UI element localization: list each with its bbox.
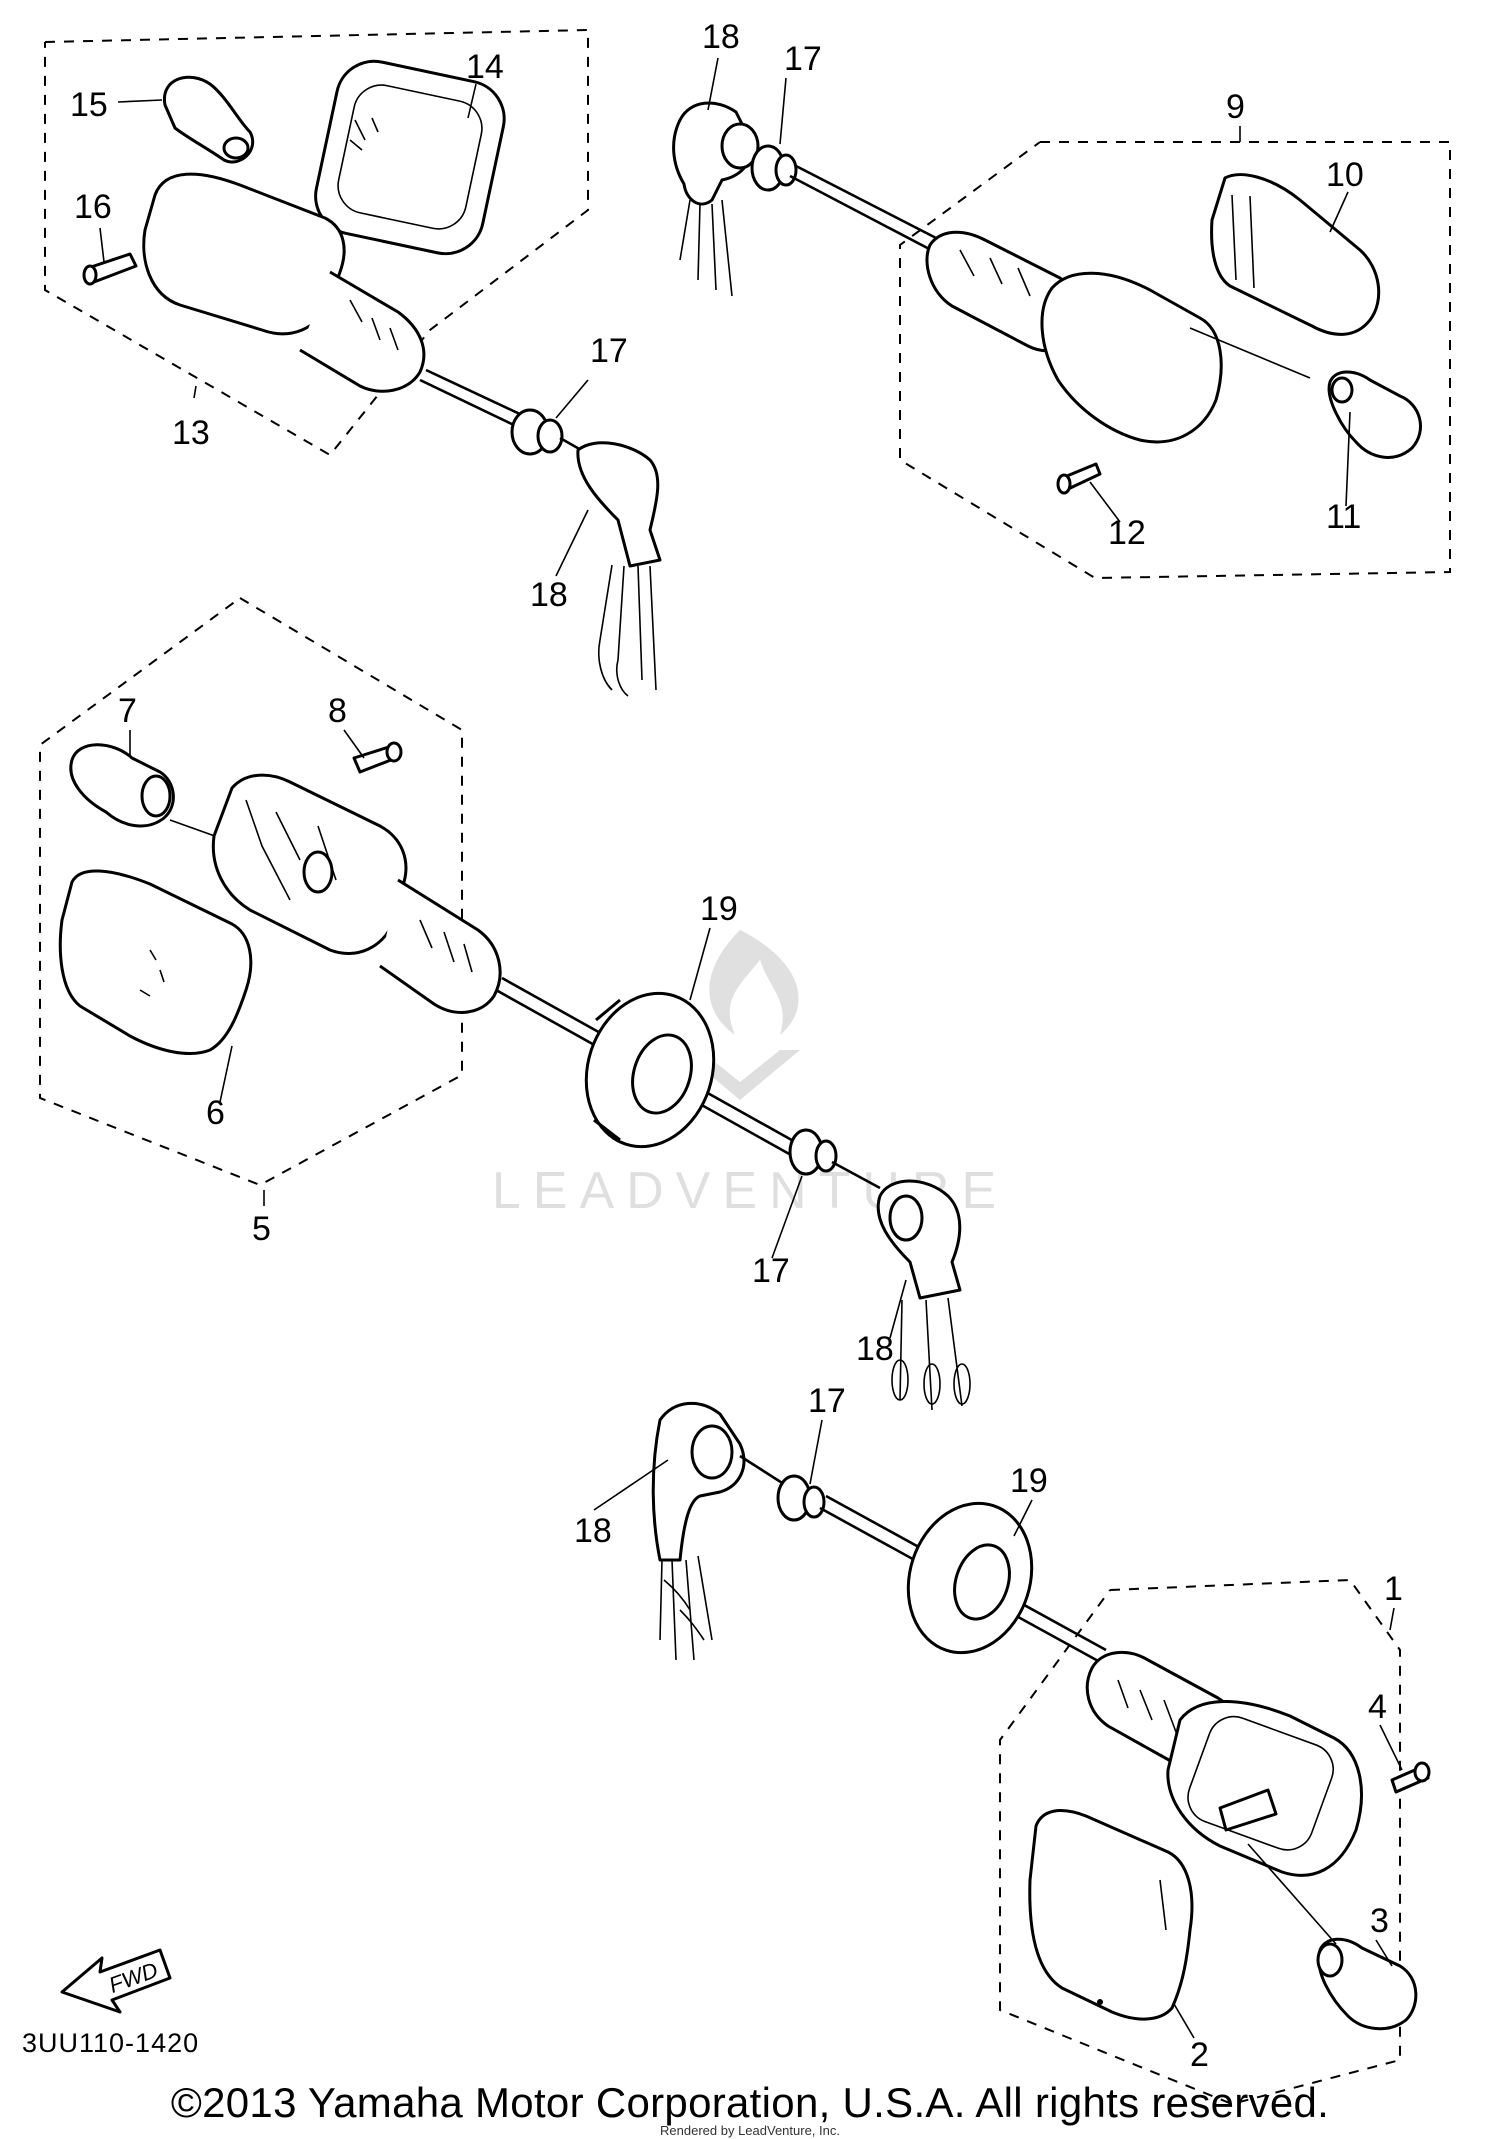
screw-4 xyxy=(1390,1761,1431,1794)
turn-signal-assembly-1 xyxy=(651,1401,1431,2106)
grommet-17-middle xyxy=(788,1128,838,1176)
diagram-code: 3UU110-1420 xyxy=(22,2028,199,2058)
callout-19-middle: 19 xyxy=(700,890,738,928)
callout-2: 2 xyxy=(1190,2036,1209,2074)
callout-15: 15 xyxy=(70,86,108,124)
callout-17-middle: 17 xyxy=(752,1252,790,1290)
callout-17-top-right: 17 xyxy=(784,40,822,78)
assembly-9-outline xyxy=(899,141,1451,580)
flame-logo-icon xyxy=(709,930,799,1035)
leader-lines xyxy=(99,57,1403,2039)
turn-signal-assembly-9 xyxy=(672,101,1451,580)
callout-labels: 15 14 16 13 17 18 18 17 9 10 11 12 7 8 1… xyxy=(70,18,1403,2074)
callout-13: 13 xyxy=(172,414,210,452)
turn-signal-assembly-5 xyxy=(39,597,971,1411)
assembly-13-outline xyxy=(44,28,589,457)
callout-11: 11 xyxy=(1326,498,1361,536)
fwd-arrow-icon: FWD xyxy=(60,1948,172,2014)
connector-18-top-left xyxy=(576,441,662,697)
callout-9: 9 xyxy=(1226,88,1245,126)
rendered-by-note: Rendered by LeadVenture, Inc. xyxy=(660,2123,840,2138)
callout-17-top-left: 17 xyxy=(590,332,628,370)
grommet-19-middle xyxy=(584,991,716,1149)
screw-16 xyxy=(82,252,138,286)
leadventure-watermark: LEADVENTURE xyxy=(492,930,996,1220)
bulb-3 xyxy=(1316,1937,1418,2031)
copyright-notice: ©2013 Yamaha Motor Corporation, U.S.A. A… xyxy=(170,2079,1330,2126)
screw-8 xyxy=(352,741,403,774)
assembly-1-outline xyxy=(999,1578,1401,2106)
housing-5 xyxy=(211,773,502,1014)
grommet-17-bottom xyxy=(776,1474,826,1522)
callout-16: 16 xyxy=(74,188,112,226)
lens-6 xyxy=(58,869,253,1056)
callout-5: 5 xyxy=(252,1210,271,1248)
callout-18-bottom: 18 xyxy=(574,1512,612,1550)
lens-10 xyxy=(1210,173,1381,336)
callout-8: 8 xyxy=(328,692,347,730)
callout-3: 3 xyxy=(1370,1902,1389,1940)
callout-18-top-right: 18 xyxy=(702,18,740,56)
callout-18-top-left: 18 xyxy=(530,576,568,614)
callout-14: 14 xyxy=(466,48,504,86)
bulb-7 xyxy=(69,743,175,828)
bulb-11 xyxy=(1327,370,1422,459)
callout-12: 12 xyxy=(1108,514,1146,552)
grommet-19-bottom xyxy=(906,1501,1034,1655)
callout-10: 10 xyxy=(1326,156,1364,194)
screw-12 xyxy=(1056,462,1102,495)
grommet-17-top-left xyxy=(510,408,564,456)
housing-9 xyxy=(925,230,1223,444)
connector-18-top-right xyxy=(672,101,760,297)
grommet-17-top-right xyxy=(750,144,798,192)
callout-7: 7 xyxy=(118,692,137,730)
lens-14 xyxy=(314,59,506,256)
callout-19-bottom: 19 xyxy=(1010,1462,1048,1500)
callout-6: 6 xyxy=(206,1094,225,1132)
bulb-15 xyxy=(163,75,255,164)
housing-1 xyxy=(1085,1650,1363,1877)
callout-4: 4 xyxy=(1368,1688,1387,1726)
housing-13 xyxy=(142,172,426,393)
callout-17-bottom: 17 xyxy=(808,1382,846,1420)
connector-18-bottom xyxy=(651,1401,746,1661)
callout-18-middle: 18 xyxy=(856,1330,894,1368)
callout-1: 1 xyxy=(1384,1570,1403,1608)
turn-signal-assembly-13 xyxy=(44,28,662,697)
lens-2 xyxy=(1028,1809,1194,2021)
connector-18-middle xyxy=(876,1179,971,1411)
